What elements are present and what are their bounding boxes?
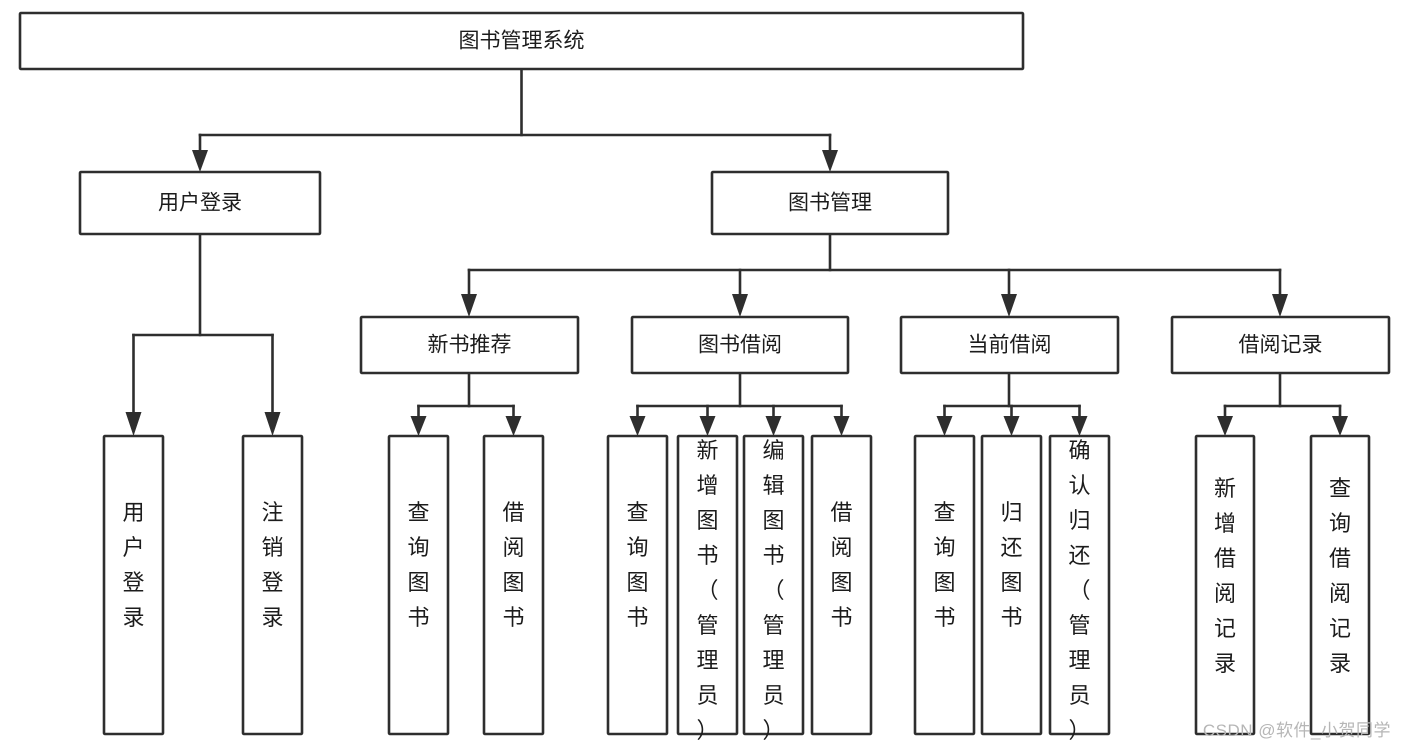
- arrow-head-bookborrow-leaf-1: [629, 416, 646, 436]
- leaf-node-add-book-admin[interactable]: 新增图书（管理员）: [676, 434, 739, 743]
- leaf-node-query-borrow-record-box[interactable]: [1309, 434, 1371, 736]
- leaf-node-add-borrow-record-box[interactable]: [1194, 434, 1256, 736]
- node-book-management-label: 图书管理: [788, 192, 872, 215]
- arrow-head-currentborrow-leaf-2: [1003, 416, 1020, 436]
- node-book-borrow-box[interactable]: [630, 315, 850, 375]
- node-root-box[interactable]: [18, 11, 1025, 71]
- node-borrow-record-label: 借阅记录: [1239, 334, 1323, 357]
- leaf-node-edit-book-admin[interactable]: 编辑图书（管理员）: [742, 434, 805, 743]
- arrow-head-book-borrow: [732, 294, 748, 317]
- leaf-node-borrow-book-2-box[interactable]: [810, 434, 873, 736]
- leaf-node-confirm-return-admin[interactable]: 确认归还（管理员）: [1048, 434, 1111, 743]
- leaf-node-user-login-label: 用户登录: [122, 500, 144, 630]
- leaf-node-logout-label: 注销登录: [261, 500, 283, 630]
- leaf-node-query-book-2-label: 查询图书: [626, 500, 648, 630]
- leaf-node-query-book-1-label: 查询图书: [407, 500, 429, 630]
- arrow-head-newbook-leaf-2: [505, 416, 522, 436]
- leaf-node-query-borrow-record-label: 查询借阅记录: [1329, 476, 1351, 676]
- node-root[interactable]: 图书管理系统: [18, 11, 1025, 71]
- node-current-borrow-label: 当前借阅: [968, 334, 1052, 357]
- node-current-borrow-box[interactable]: [899, 315, 1120, 375]
- leaf-node-add-borrow-record[interactable]: 新增借阅记录: [1194, 434, 1256, 736]
- leaf-node-add-book-admin-box[interactable]: [676, 434, 739, 736]
- leaf-node-query-book-1-box[interactable]: [387, 434, 450, 736]
- leaf-node-user-login-box[interactable]: [102, 434, 165, 736]
- arrow-head-bookborrow-leaf-3: [765, 416, 782, 436]
- leaf-node-borrow-book-1[interactable]: 借阅图书: [482, 434, 545, 736]
- leaf-node-query-book-3-box[interactable]: [913, 434, 976, 736]
- node-user-login[interactable]: 用户登录: [78, 170, 322, 236]
- leaf-node-query-book-3-label: 查询图书: [933, 500, 955, 630]
- csdn-watermark: CSDN @软件_小贺同学: [1202, 721, 1391, 740]
- leaf-node-query-book-1[interactable]: 查询图书: [387, 434, 450, 736]
- arrow-head-borrow-record: [1272, 294, 1288, 317]
- leaf-node-borrow-book-2[interactable]: 借阅图书: [810, 434, 873, 736]
- node-new-book-recommend[interactable]: 新书推荐: [359, 315, 580, 375]
- arrow-head-leaf-user-login: [125, 412, 142, 436]
- arrow-head-borrowrecord-leaf-1: [1217, 416, 1233, 436]
- arrow-head-borrowrecord-leaf-2: [1332, 416, 1348, 436]
- leaf-node-edit-book-admin-label: 编辑图书（管理员）: [762, 438, 784, 743]
- arrow-head-book-mgmt: [822, 150, 838, 172]
- leaf-node-return-book[interactable]: 归还图书: [980, 434, 1043, 736]
- leaf-node-borrow-book-1-box[interactable]: [482, 434, 545, 736]
- node-book-management-box[interactable]: [710, 170, 950, 236]
- arrow-head-bookborrow-leaf-4: [833, 416, 850, 436]
- node-user-login-box[interactable]: [78, 170, 322, 236]
- leaf-node-query-book-2[interactable]: 查询图书: [606, 434, 669, 736]
- node-borrow-record[interactable]: 借阅记录: [1170, 315, 1391, 375]
- arrow-head-newbook-leaf-1: [410, 416, 427, 436]
- leaf-node-add-book-admin-label: 新增图书（管理员）: [696, 438, 718, 743]
- node-new-book-recommend-box[interactable]: [359, 315, 580, 375]
- node-book-borrow-label: 图书借阅: [698, 334, 782, 357]
- leaf-node-logout[interactable]: 注销登录: [241, 434, 304, 736]
- arrow-head-current-borrow: [1001, 294, 1017, 317]
- node-current-borrow[interactable]: 当前借阅: [899, 315, 1120, 375]
- leaf-node-confirm-return-admin-label: 确认归还（管理员）: [1068, 438, 1090, 743]
- leaf-node-user-login[interactable]: 用户登录: [102, 434, 165, 736]
- leaf-node-return-book-box[interactable]: [980, 434, 1043, 736]
- leaf-node-query-book-2-box[interactable]: [606, 434, 669, 736]
- leaf-node-add-borrow-record-label: 新增借阅记录: [1214, 476, 1236, 676]
- leaf-node-edit-book-admin-box[interactable]: [742, 434, 805, 736]
- leaf-node-borrow-book-1-label: 借阅图书: [502, 500, 524, 630]
- node-user-login-label: 用户登录: [158, 192, 242, 215]
- node-borrow-record-box[interactable]: [1170, 315, 1391, 375]
- arrow-head-leaf-logout: [264, 412, 281, 436]
- node-root-label: 图书管理系统: [459, 30, 585, 53]
- leaf-node-borrow-book-2-label: 借阅图书: [830, 500, 852, 630]
- leaf-node-confirm-return-admin-box[interactable]: [1048, 434, 1111, 736]
- arrow-head-currentborrow-leaf-3: [1071, 416, 1088, 436]
- connectors-group: [125, 67, 1348, 436]
- node-book-borrow[interactable]: 图书借阅: [630, 315, 850, 375]
- arrow-head-currentborrow-leaf-1: [936, 416, 953, 436]
- arrow-head-user-login: [192, 150, 208, 172]
- node-new-book-recommend-label: 新书推荐: [428, 334, 512, 357]
- arrow-head-bookborrow-leaf-2: [699, 416, 716, 436]
- leaf-node-query-book-3[interactable]: 查询图书: [913, 434, 976, 736]
- leaf-node-logout-box[interactable]: [241, 434, 304, 736]
- leaf-node-query-borrow-record[interactable]: 查询借阅记录: [1309, 434, 1371, 736]
- node-book-management[interactable]: 图书管理: [710, 170, 950, 236]
- arrow-head-new-book-rec: [461, 294, 477, 317]
- leaf-node-return-book-label: 归还图书: [1000, 500, 1022, 630]
